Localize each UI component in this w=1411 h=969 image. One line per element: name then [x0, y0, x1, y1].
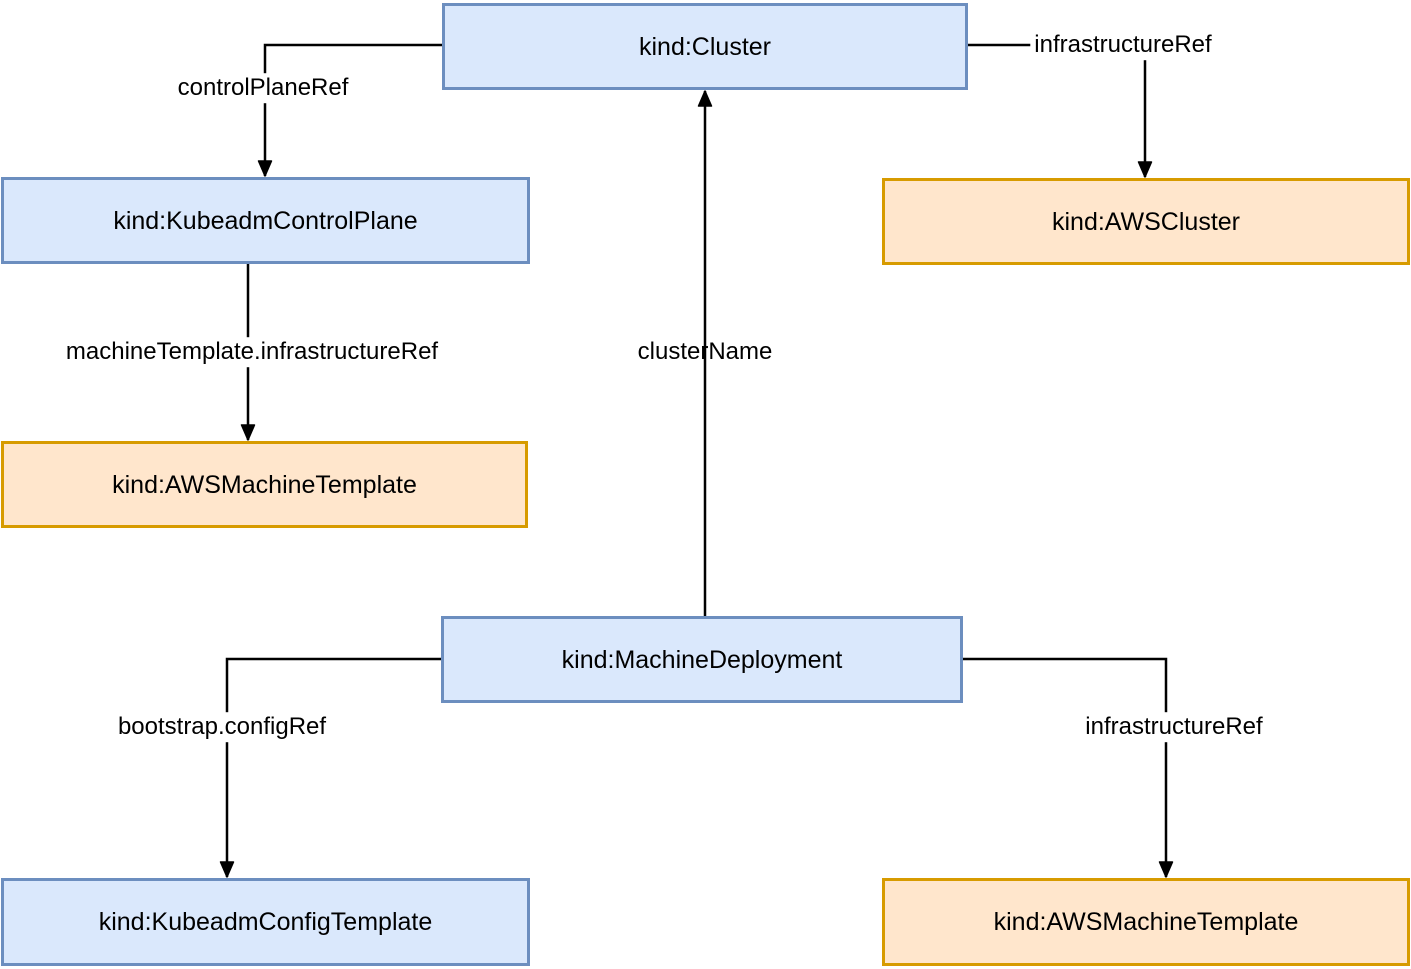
edge-bootstrap-config-ref — [219, 657, 441, 878]
node-label-kubeadm-config-template: kind:KubeadmConfigTemplate — [98, 908, 433, 936]
edge-label-machine-template-infrastructure-ref: machineTemplate.infrastructureRef — [61, 337, 443, 367]
edge-label-cluster-name: clusterName — [637, 338, 773, 366]
node-aws-machine-template-left: kind:AWSMachineTemplate — [1, 441, 528, 528]
edge-label-infrastructure-ref-machine-deployment: infrastructureRef — [1081, 712, 1267, 742]
edge-control-plane-ref — [257, 43, 442, 177]
node-cluster: kind:Cluster — [442, 3, 968, 90]
node-label-machine-deployment: kind:MachineDeployment — [561, 645, 843, 674]
edge-label-control-plane-ref: controlPlaneRef — [173, 73, 353, 103]
node-label-kubeadm-control-plane: kind:KubeadmControlPlane — [113, 206, 418, 235]
node-label-aws-machine-template-right: kind:AWSMachineTemplate — [993, 908, 1299, 936]
node-aws-machine-template-right: kind:AWSMachineTemplate — [882, 878, 1410, 966]
node-aws-cluster: kind:AWSCluster — [882, 178, 1410, 265]
node-kubeadm-config-template: kind:KubeadmConfigTemplate — [1, 878, 530, 966]
node-label-aws-machine-template-left: kind:AWSMachineTemplate — [112, 470, 417, 499]
node-label-aws-cluster: kind:AWSCluster — [1051, 207, 1240, 236]
edge-label-infrastructure-ref-cluster: infrastructureRef — [1030, 30, 1216, 60]
node-label-cluster: kind:Cluster — [639, 32, 771, 61]
edge-label-bootstrap-config-ref: bootstrap.configRef — [113, 712, 331, 742]
edge-infrastructure-ref-cluster — [968, 43, 1153, 178]
edge-infrastructure-ref-machine-deployment — [963, 657, 1174, 878]
node-machine-deployment: kind:MachineDeployment — [441, 616, 963, 703]
node-kubeadm-control-plane: kind:KubeadmControlPlane — [1, 177, 530, 264]
